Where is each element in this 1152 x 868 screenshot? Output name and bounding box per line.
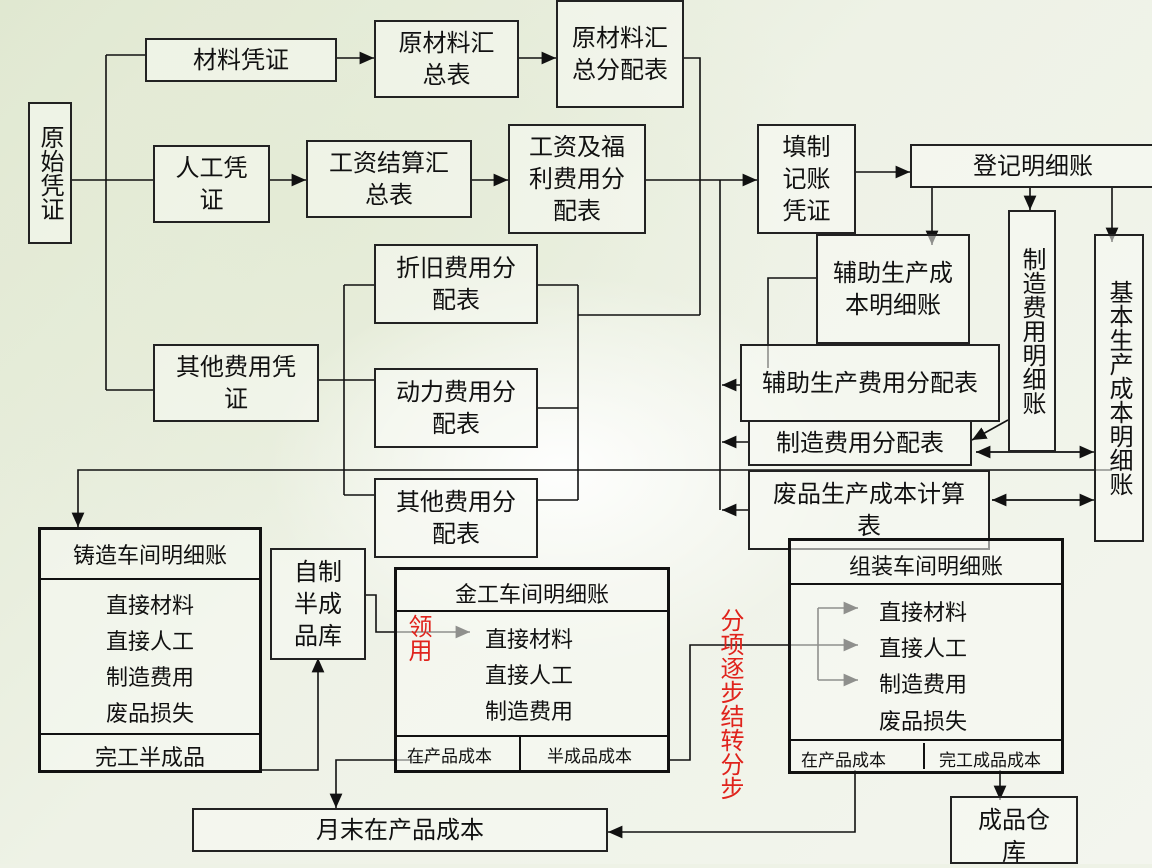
divider xyxy=(791,583,1061,585)
assembly-item: 直接人工 xyxy=(879,631,967,663)
other-allocation-box: 其他费用分配表 xyxy=(374,478,538,558)
machining-wip: 在产品成本 xyxy=(407,742,492,767)
machining-semi: 半成品成本 xyxy=(547,742,632,767)
overhead-ledger-box: 制造费用明细账 xyxy=(1008,210,1056,452)
divider xyxy=(397,735,667,737)
assembly-ledger: 组装车间明细账 直接材料 直接人工 制造费用 废品损失 在产品成本 完工成品成本 xyxy=(788,538,1064,774)
assembly-item: 废品损失 xyxy=(879,704,967,736)
receive-annotation: 领用 xyxy=(404,614,432,662)
machining-item: 直接材料 xyxy=(485,622,573,654)
machining-item: 直接人工 xyxy=(485,658,573,690)
assembly-ledger-title: 组装车间明细账 xyxy=(791,549,1061,581)
material-summary-box: 原材料汇总表 xyxy=(374,20,519,98)
machining-ledger-title: 金工车间明细账 xyxy=(397,577,667,609)
other-expense-voucher-box: 其他费用凭证 xyxy=(153,344,319,422)
divider xyxy=(41,733,259,735)
machining-item: 制造费用 xyxy=(485,694,573,726)
divider xyxy=(397,610,667,612)
basic-cost-ledger-box: 基本生产成本明细账 xyxy=(1094,234,1144,542)
material-voucher-box: 材料凭证 xyxy=(145,38,337,82)
material-allocation-box: 原材料汇总分配表 xyxy=(556,0,684,108)
finished-warehouse-box: 成品仓库 xyxy=(950,796,1078,864)
casting-item: 直接人工 xyxy=(41,624,259,656)
casting-item: 制造费用 xyxy=(41,660,259,692)
original-voucher-box: 原始凭证 xyxy=(28,102,72,244)
assembly-item: 制造费用 xyxy=(879,667,967,699)
divider xyxy=(519,735,521,770)
assembly-finished: 完工成品成本 xyxy=(939,746,1041,771)
divider xyxy=(923,743,925,769)
divider xyxy=(41,578,259,580)
register-ledger-box: 登记明细账 xyxy=(910,144,1152,188)
fill-voucher-box: 填制记账凭证 xyxy=(757,124,856,234)
casting-item: 废品损失 xyxy=(41,696,259,728)
wage-welfare-allocation-box: 工资及福利费用分配表 xyxy=(508,124,646,234)
divider xyxy=(791,739,1061,741)
casting-ledger-title: 铸造车间明细账 xyxy=(41,538,259,570)
casting-footer: 完工半成品 xyxy=(41,740,259,772)
casting-item: 直接材料 xyxy=(41,588,259,620)
assembly-wip: 在产品成本 xyxy=(801,746,886,771)
step-transfer-annotation: 分项逐步结转分步 xyxy=(716,608,744,800)
machining-ledger: 金工车间明细账 直接材料 直接人工 制造费用 在产品成本 半成品成本 xyxy=(394,567,670,773)
wage-settlement-box: 工资结算汇总表 xyxy=(306,140,472,218)
depreciation-allocation-box: 折旧费用分配表 xyxy=(374,244,538,324)
aux-allocation-box: 辅助生产费用分配表 xyxy=(740,344,1000,422)
labor-voucher-box: 人工凭证 xyxy=(153,145,270,223)
aux-cost-ledger-box: 辅助生产成本明细账 xyxy=(816,234,970,344)
casting-ledger: 铸造车间明细账 直接材料 直接人工 制造费用 废品损失 完工半成品 xyxy=(38,527,262,773)
power-allocation-box: 动力费用分配表 xyxy=(374,368,538,448)
overhead-allocation-box: 制造费用分配表 xyxy=(748,420,972,466)
assembly-item: 直接材料 xyxy=(879,595,967,627)
month-end-wip-box: 月末在产品成本 xyxy=(192,808,608,852)
self-semi-warehouse-box: 自制半成品库 xyxy=(270,548,366,660)
